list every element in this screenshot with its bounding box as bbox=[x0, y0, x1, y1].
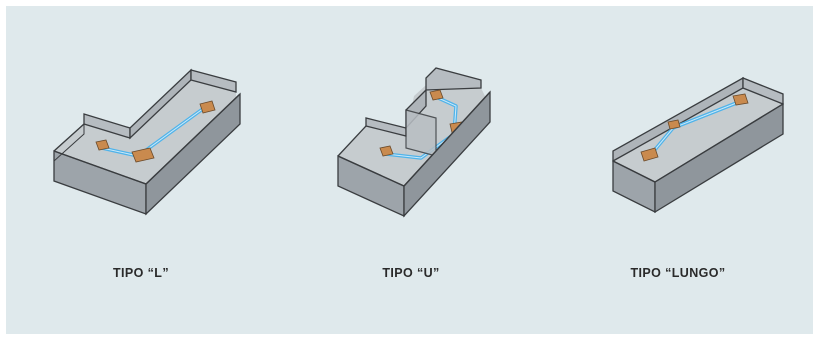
caption-tipo-lungo: TIPO “LUNGO” bbox=[630, 266, 726, 280]
l-shaped-room-diagram bbox=[53, 68, 241, 216]
figure-tipo-u: TIPO “U” bbox=[276, 6, 546, 334]
caption-tipo-u: TIPO “U” bbox=[382, 266, 440, 280]
ac-unit-icon bbox=[429, 89, 444, 101]
long-room-diagram bbox=[612, 76, 784, 214]
ac-unit-icon bbox=[95, 139, 110, 151]
diagram-panel: TIPO “L” bbox=[6, 6, 813, 334]
figure-tipo-lungo: TIPO “LUNGO” bbox=[543, 6, 813, 334]
figure-tipo-l: TIPO “L” bbox=[6, 6, 276, 334]
u-shaped-room-diagram bbox=[337, 67, 491, 218]
ac-unit-icon bbox=[640, 147, 659, 162]
ac-unit-icon bbox=[732, 93, 749, 106]
ac-unit-icon bbox=[131, 147, 155, 163]
ac-unit-icon bbox=[379, 145, 394, 157]
caption-tipo-l: TIPO “L” bbox=[113, 266, 169, 280]
ac-unit-icon bbox=[667, 119, 681, 130]
ac-unit-icon bbox=[199, 100, 216, 114]
